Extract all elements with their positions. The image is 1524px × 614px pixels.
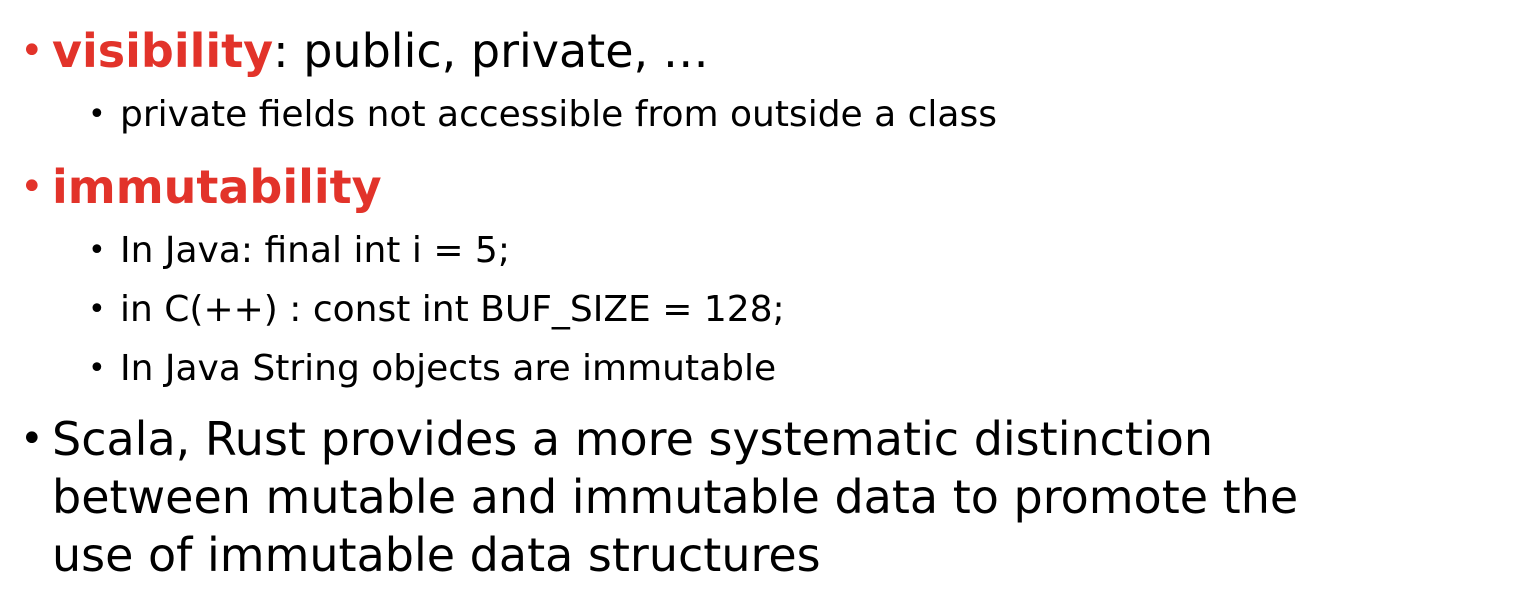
paragraph-line: between mutable and immutable data to pr… [52, 470, 1299, 524]
subbullet-text: private fields not accessible from outsi… [120, 94, 998, 135]
subbullet-text: in C(++) : const int BUF_SIZE = 128; [120, 289, 785, 330]
paragraph-line: use of immutable data structures [52, 528, 821, 582]
bullet-text: : public, private, … [273, 24, 709, 78]
bullet-scala-rust: • Scala, Rust provides a more systematic… [20, 410, 1299, 584]
bullet-point-icon: • [20, 416, 44, 462]
subbullet-java-string: • In Java String objects are immutable [88, 344, 777, 394]
subbullet-java-final: • In Java: final int i = 5; [88, 226, 510, 276]
subbullet-text: In Java: final int i = 5; [120, 230, 510, 271]
bullet-point-icon: • [88, 351, 106, 386]
bullet-point-icon: • [88, 97, 106, 132]
subbullet-private-fields: • private fields not accessible from out… [88, 90, 998, 140]
bullet-visibility: • visibility: public, private, … [20, 22, 709, 80]
bullet-point-icon: • [88, 233, 106, 268]
bullet-immutability: • immutability [20, 158, 382, 216]
keyword-visibility: visibility [52, 24, 274, 78]
subbullet-text: In Java String objects are immutable [120, 348, 777, 389]
bullet-point-icon: • [20, 164, 44, 210]
bullet-point-icon: • [88, 292, 106, 327]
bullet-point-icon: • [20, 28, 44, 74]
keyword-immutability: immutability [52, 160, 382, 214]
paragraph-line: Scala, Rust provides a more systematic d… [52, 412, 1214, 466]
subbullet-c-const: • in C(++) : const int BUF_SIZE = 128; [88, 285, 785, 335]
